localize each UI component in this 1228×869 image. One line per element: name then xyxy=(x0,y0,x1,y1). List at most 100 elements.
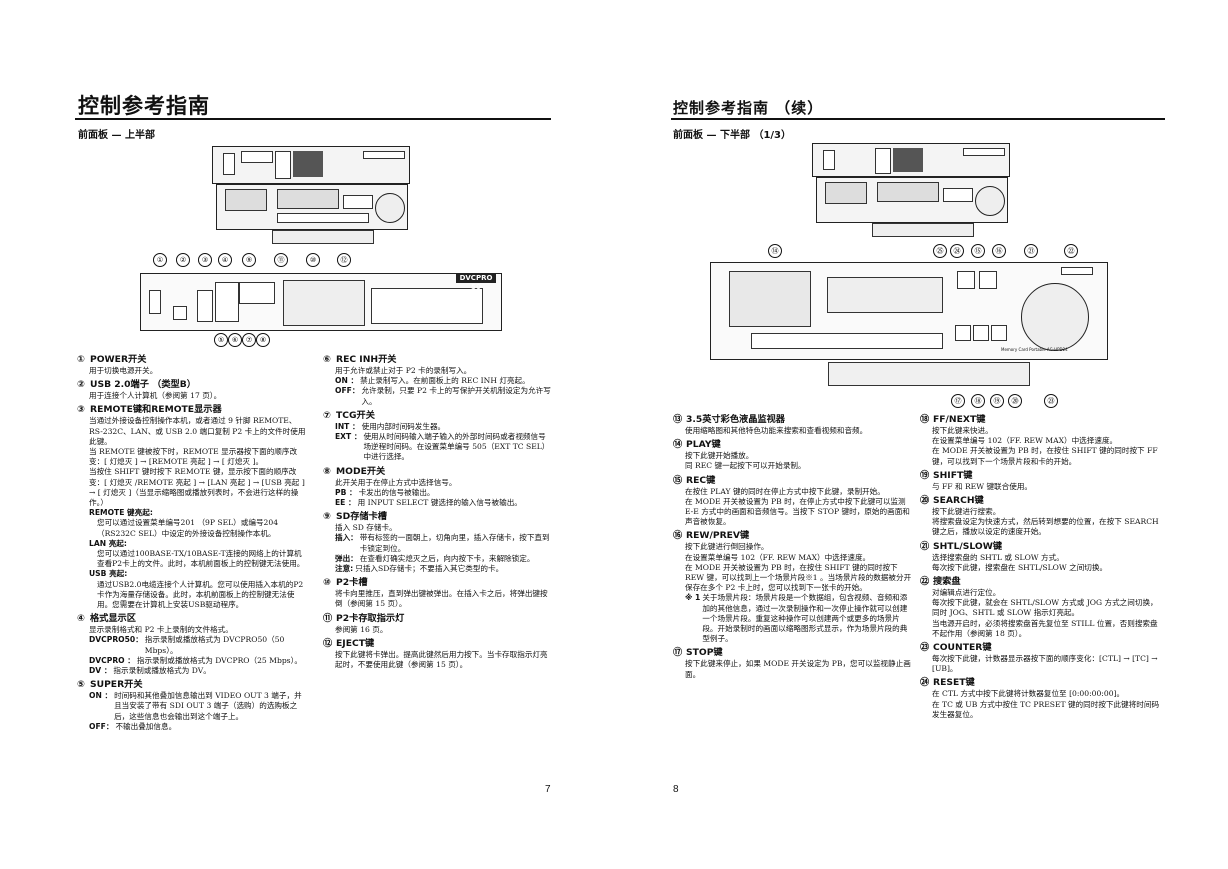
section-number: ⑪ xyxy=(323,612,333,624)
callout-12: ⑫ xyxy=(337,253,351,267)
lower-panel: Memory Card Portable AG-HPD24 xyxy=(710,262,1108,360)
definition-key: INT ： xyxy=(335,421,360,431)
definition-key: ON ： xyxy=(335,376,359,386)
section-number: ⑬ xyxy=(673,414,683,425)
section-number: ⑤ xyxy=(77,679,85,691)
definition-key: DVCPRO ： xyxy=(89,655,135,665)
right-page: 控制参考指南 （续） 前面板 — 下半部 （1/3） ⑭ ㉕ ㉔ ⑮ ⑯ ㉑ ㉒ xyxy=(614,0,1228,869)
definition-value: 不输出叠加信息。 xyxy=(115,721,177,731)
callout-21: ㉑ xyxy=(1024,244,1038,258)
definition-row: PB ：卡发出的信号被输出。 xyxy=(323,488,553,498)
section-title: STOP键 xyxy=(686,647,723,659)
section-text: 用于允许或禁止对于 P2 卡的录制写入。 xyxy=(335,366,472,375)
definition-key: EXT ： xyxy=(335,432,362,442)
section-title: FF/NEXT键 xyxy=(933,414,986,425)
callout-24: ㉔ xyxy=(950,244,964,258)
section-text: 插入 SD 存储卡。 xyxy=(335,523,397,533)
section-text: 使用缩略图和其他特色功能来搜索和查看视频和音频。 xyxy=(685,426,868,435)
callout-9: ⑨ xyxy=(242,253,256,267)
section-number: ⑧ xyxy=(323,465,331,477)
section-text: 将卡向里推压，直到弹出键被弹出。在插入卡之后，将弹出键按倒（参阅第 15 页）。 xyxy=(335,589,548,609)
sub-text: 您可以通过100BASE-TX/10BASE-T连接的网络上的计算机查看P2卡上… xyxy=(97,549,305,569)
definition-row: DVCPRO50：指示录制或播放格式为 DVCPRO50（50 Mbps）。 xyxy=(77,635,307,655)
lower-rear-panel xyxy=(828,362,1030,386)
device-bottom-unit xyxy=(816,177,1008,223)
section-text: 在按住 PLAY 键的同时在停止方式中按下此键，录制开始。 xyxy=(685,486,885,496)
device-overview-figure xyxy=(212,146,412,246)
section-number: ⑩ xyxy=(323,577,331,589)
section-title: MODE开关 xyxy=(336,465,386,477)
section-text: 当 REMOTE 键被按下时，REMOTE 显示器按下面的顺序改变：[ 灯熄灭 … xyxy=(89,447,298,467)
section-title: TCG开关 xyxy=(336,409,375,421)
device-rear-tray xyxy=(272,230,374,244)
section-number: ⑰ xyxy=(673,647,683,659)
definition-value: 用 INPUT SELECT 键选择的输入信号被输出。 xyxy=(357,498,522,508)
callout-20: ⑳ xyxy=(1008,394,1022,408)
section-title: P2卡存取指示灯 xyxy=(336,612,405,624)
device-top-unit xyxy=(812,143,1010,177)
section-title: SD存储卡槽 xyxy=(336,511,387,523)
definition-row: DV ：指示录制或播放格式为 DV。 xyxy=(77,666,307,676)
section-text: 在 TC 或 UB 方式中按住 TC PRESET 键的同时按下此键将时间码发生… xyxy=(932,699,1160,719)
section-number: ⑮ xyxy=(673,474,683,486)
sub-label: USB 亮起: xyxy=(89,569,128,579)
section-title: REMOTE键和REMOTE显示器 xyxy=(90,404,222,416)
definition-key: OFF： xyxy=(89,721,114,731)
definition-row: DVCPRO ：指示录制或播放格式为 DVCPRO（25 Mbps）。 xyxy=(77,656,307,666)
section-title: SHTL/SLOW键 xyxy=(933,540,1003,552)
definition-row: ON ：时间码和其他叠加信息输出到 VIDEO OUT 3 端子，并且当安装了带… xyxy=(77,691,307,722)
section-heading: ③ REMOTE键和REMOTE显示器 xyxy=(77,404,307,416)
section-heading: ⑧ MODE开关 xyxy=(323,466,553,478)
definition-row: INT ：使用内部时间码发生器。 xyxy=(323,422,553,432)
section-title: REC键 xyxy=(686,474,716,486)
section-title: COUNTER键 xyxy=(933,642,992,654)
section-text: 当电源开启时，必须将搜索盘首先复位至 STILL 位置，否则搜索盘不起作用（参阅… xyxy=(932,618,1158,638)
section-text: 用于连接个人计算机（参阅第 17 页）。 xyxy=(89,391,222,401)
note-label: ※ 1 xyxy=(685,593,701,603)
section-title: RESET键 xyxy=(933,677,975,689)
search-dial-icon xyxy=(1021,283,1089,351)
section-title: SUPER开关 xyxy=(90,679,143,691)
dvcpro-logo: DVCPRO 50 xyxy=(456,274,496,291)
section-text: 用于切换电源开关。 xyxy=(89,366,158,375)
definition-value: 指示录制或播放格式为 DVCPRO50（50 Mbps）。 xyxy=(144,635,285,655)
section-title: PLAY键 xyxy=(686,439,721,451)
callout-10: ⑩ xyxy=(306,253,320,267)
section-text: 在设置菜单编号 102（FF. REW MAX）中选择速度。 xyxy=(932,436,1118,446)
definition-value: 时间码和其他叠加信息输出到 VIDEO OUT 3 端子，并且当安装了带有 SD… xyxy=(114,691,302,721)
definition-key: 插入： xyxy=(335,533,358,543)
section-number: ⑯ xyxy=(673,530,683,542)
section-text: 按下此键进行倒回操作。 xyxy=(685,542,769,552)
definition-key: DVCPRO50： xyxy=(89,635,143,645)
section-number: ㉔ xyxy=(920,677,930,689)
section-number: ⑨ xyxy=(323,511,331,523)
section-number: ⑱ xyxy=(920,414,930,425)
section-number: ③ xyxy=(77,404,85,416)
section-text: 按下此键开始播放。 xyxy=(685,451,754,461)
callout-19: ⑲ xyxy=(990,394,1004,408)
definition-value: 卡发出的信号被输出。 xyxy=(358,487,435,497)
